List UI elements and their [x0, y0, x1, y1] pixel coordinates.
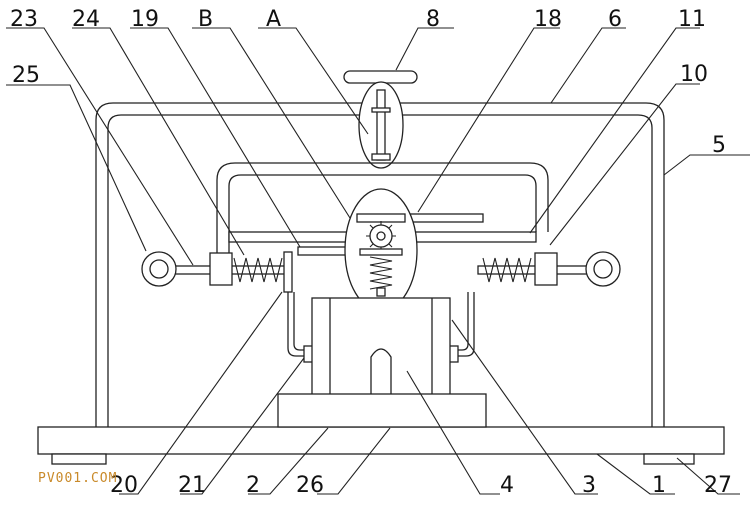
base-plate	[37, 426, 725, 455]
label-23: 23	[10, 7, 38, 32]
label-18: 18	[534, 7, 562, 32]
watermark: PV001.COM	[38, 471, 117, 486]
label-1: 1	[652, 473, 666, 498]
center-housing	[344, 188, 418, 312]
label-3: 3	[582, 473, 596, 498]
label-4: 4	[500, 473, 514, 498]
inner-frame	[216, 162, 549, 285]
label-21: 21	[178, 473, 206, 498]
top-labels: 23 24 19 B A 8 18 6 11	[10, 7, 706, 32]
upper-screw-housing	[358, 81, 404, 169]
label-19: 19	[131, 7, 159, 32]
label-8: 8	[426, 7, 440, 32]
leader-lines	[6, 27, 750, 495]
label-5: 5	[712, 133, 726, 158]
left-assembly	[141, 251, 293, 293]
feet	[51, 453, 695, 465]
base-block	[277, 393, 487, 428]
label-25: 25	[12, 63, 40, 88]
label-2: 2	[246, 473, 260, 498]
label-B: B	[198, 7, 213, 32]
side-labels: 25 10 5	[12, 62, 726, 158]
right-assembly	[477, 251, 621, 287]
label-6: 6	[608, 7, 622, 32]
bottom-labels: 20 21 2 26 4 3 1 27	[110, 473, 732, 498]
label-24: 24	[72, 7, 100, 32]
label-A: A	[266, 7, 281, 32]
label-27: 27	[704, 473, 732, 498]
label-26: 26	[296, 473, 324, 498]
label-10: 10	[680, 62, 708, 87]
label-20: 20	[110, 473, 138, 498]
workpiece	[311, 297, 451, 397]
label-11: 11	[678, 7, 706, 32]
